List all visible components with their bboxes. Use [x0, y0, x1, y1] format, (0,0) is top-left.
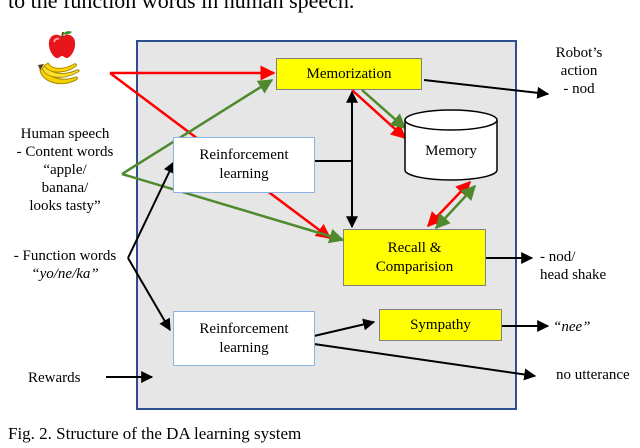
content-example-2: banana/	[41, 180, 89, 196]
arrow-memory-recall-red	[426, 180, 472, 228]
no-utterance-output: no utterance	[556, 367, 630, 383]
reinforcement-top-line1: Reinforcement	[199, 147, 289, 163]
recall-comparision-box: Recall & Comparision	[343, 229, 486, 286]
human-speech-label: Human speech	[20, 126, 110, 142]
nee-output: “nee”	[553, 319, 591, 335]
reinforcement-bottom-line1: Reinforcement	[199, 320, 289, 337]
reinforcement-learning-top-box: Reinforcement learning	[173, 137, 315, 193]
arrow-speech-to-recall	[121, 172, 345, 244]
memorization-box: Memorization	[276, 58, 422, 90]
arrow-reinforcement-to-memorization	[314, 90, 358, 162]
human-speech-block: Human speech - Content words “apple/ ban…	[4, 125, 126, 215]
memory-cylinder	[404, 109, 498, 181]
robot-action-line2: action	[560, 63, 598, 79]
reinforcement-top-line2: learning	[219, 166, 269, 182]
arrow-reinforcement-to-sympathy	[313, 318, 376, 337]
function-words-label: - Function words	[13, 248, 117, 264]
arrow-memorization-to-memory-red	[351, 89, 407, 140]
recall-line1: Recall &	[387, 239, 442, 256]
sympathy-box: Sympathy	[379, 309, 502, 341]
sympathy-label: Sympathy	[410, 316, 471, 333]
content-example-3: looks tasty”	[29, 198, 101, 214]
arrow-memorization-to-action	[423, 79, 550, 99]
robot-action-line3: - nod	[563, 81, 595, 97]
figure-caption: Fig. 2. Structure of the DA learning sys…	[8, 424, 302, 443]
arrow-reinforcement-to-no-utterance	[313, 343, 537, 381]
arrow-speech-to-memorization	[121, 78, 274, 176]
memory-label-wrap: Memory	[405, 136, 497, 166]
content-words-label: - Content words	[16, 144, 114, 160]
arrow-function-to-reinforcement-top	[127, 160, 175, 259]
arrow-function-to-reinforcement-bottom	[127, 257, 171, 332]
memorization-label: Memorization	[306, 65, 392, 82]
apple-icon	[48, 31, 76, 59]
recall-line2: Comparision	[375, 258, 454, 275]
robot-action-block: Robot’s action - nod	[548, 44, 610, 98]
reinforcement-learning-bottom-box: Reinforcement learning	[173, 311, 315, 366]
arrow-memory-recall-green	[434, 184, 477, 230]
content-example-1: “apple/	[43, 162, 87, 178]
reinforcement-bottom-line2: learning	[219, 339, 269, 356]
header-text: to the function words in human speech.	[8, 0, 355, 13]
nod-shake-block: - nod/ head shake	[540, 248, 606, 284]
arrow-memorization-to-memory-green	[361, 89, 407, 129]
memory-label: Memory	[425, 142, 477, 159]
head-shake-label: head shake	[540, 267, 607, 283]
function-words-examples: “yo/ne/ka”	[31, 266, 99, 282]
robot-action-line1: Robot’s	[555, 45, 603, 61]
rewards-label: Rewards	[28, 370, 81, 386]
nod-label: - nod/	[540, 249, 576, 265]
function-words-block: - Function words “yo/ne/ka”	[0, 247, 130, 283]
banana-icon	[38, 62, 80, 85]
